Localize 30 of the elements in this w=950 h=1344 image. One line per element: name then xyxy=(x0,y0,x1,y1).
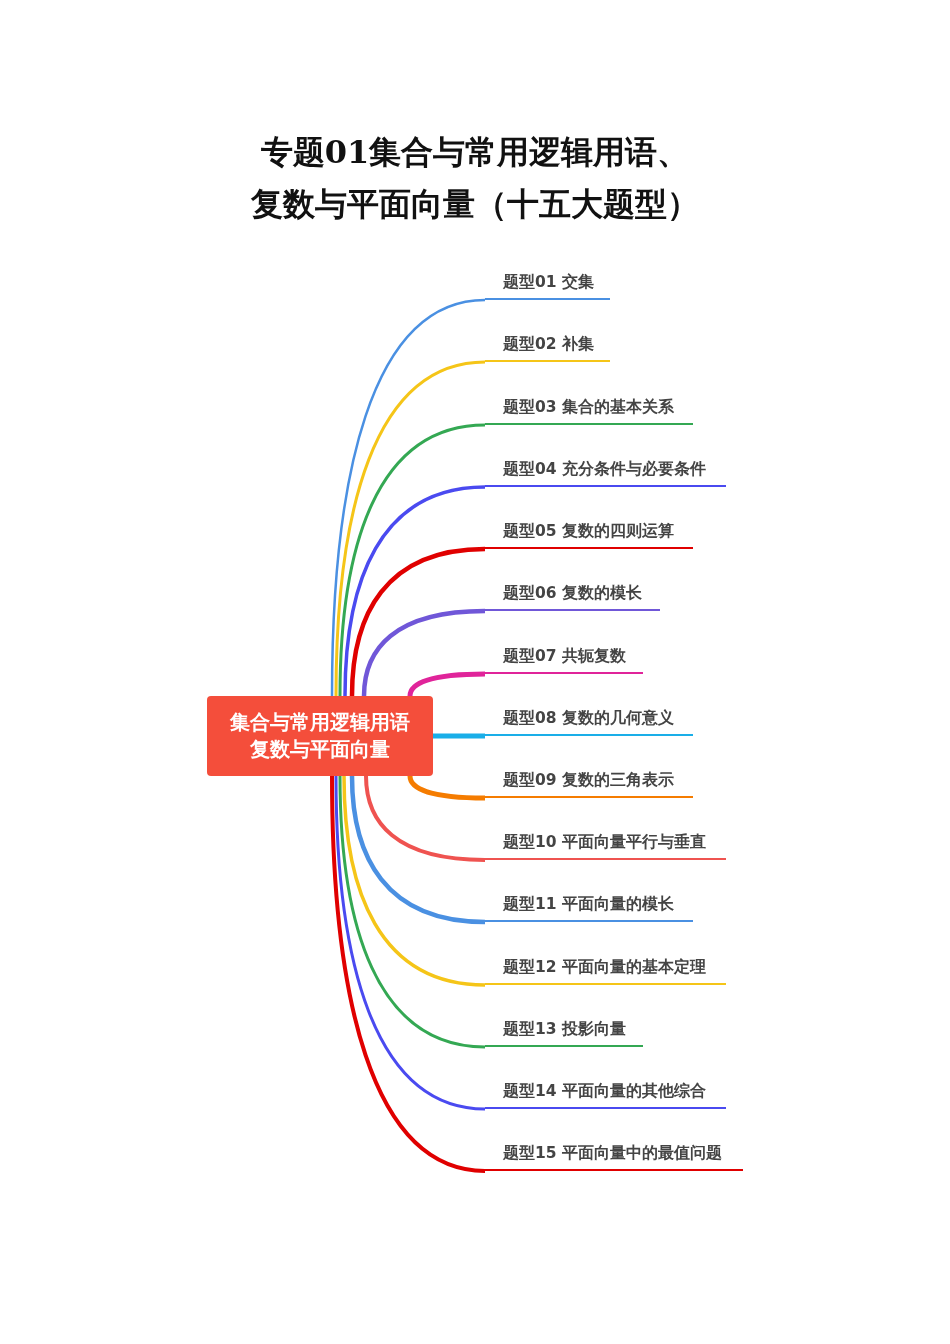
branch-topic: 题型05 复数的四则运算 xyxy=(485,521,693,549)
branch-topic: 题型15 平面向量中的最值问题 xyxy=(485,1143,743,1171)
title: 专题01集合与常用逻辑用语、复数与平面向量（十五大题型） xyxy=(250,132,700,225)
branch-line xyxy=(343,485,486,697)
branch-line xyxy=(361,608,486,697)
branch-topic: 题型03 集合的基本关系 xyxy=(485,397,693,425)
branch-line xyxy=(330,775,486,1173)
branch-line xyxy=(349,775,486,925)
branch-line xyxy=(330,298,486,696)
branch-line xyxy=(334,360,486,697)
branch-topic: 题型12 平面向量的基本定理 xyxy=(485,957,726,985)
branch-topic: 题型09 复数的三角表示 xyxy=(485,770,693,798)
branch-topic: 题型06 复数的模长 xyxy=(485,583,660,611)
branch-line xyxy=(433,733,485,739)
branch-line xyxy=(338,775,486,1049)
branch-line xyxy=(342,775,486,987)
branch-topic: 题型10 平面向量平行与垂直 xyxy=(485,832,726,860)
branch-line xyxy=(334,775,486,1111)
branch-topic: 题型14 平面向量的其他综合 xyxy=(485,1081,726,1109)
branch-topic: 题型13 投影向量 xyxy=(485,1019,643,1047)
branch-topic: 题型11 平面向量的模长 xyxy=(485,894,693,922)
branch-line xyxy=(349,546,486,697)
branch-topic: 题型08 复数的几何意义 xyxy=(485,708,693,736)
branch-topic: 题型02 补集 xyxy=(485,334,610,362)
branch-topic: 题型01 交集 xyxy=(485,272,610,300)
central-topic-box: 集合与常用逻辑用语复数与平面向量 xyxy=(207,696,433,776)
branch-line xyxy=(338,423,486,697)
branch-topic: 题型07 共轭复数 xyxy=(485,646,643,674)
branch-topic: 题型04 充分条件与必要条件 xyxy=(485,459,726,487)
branch-line xyxy=(364,775,486,862)
